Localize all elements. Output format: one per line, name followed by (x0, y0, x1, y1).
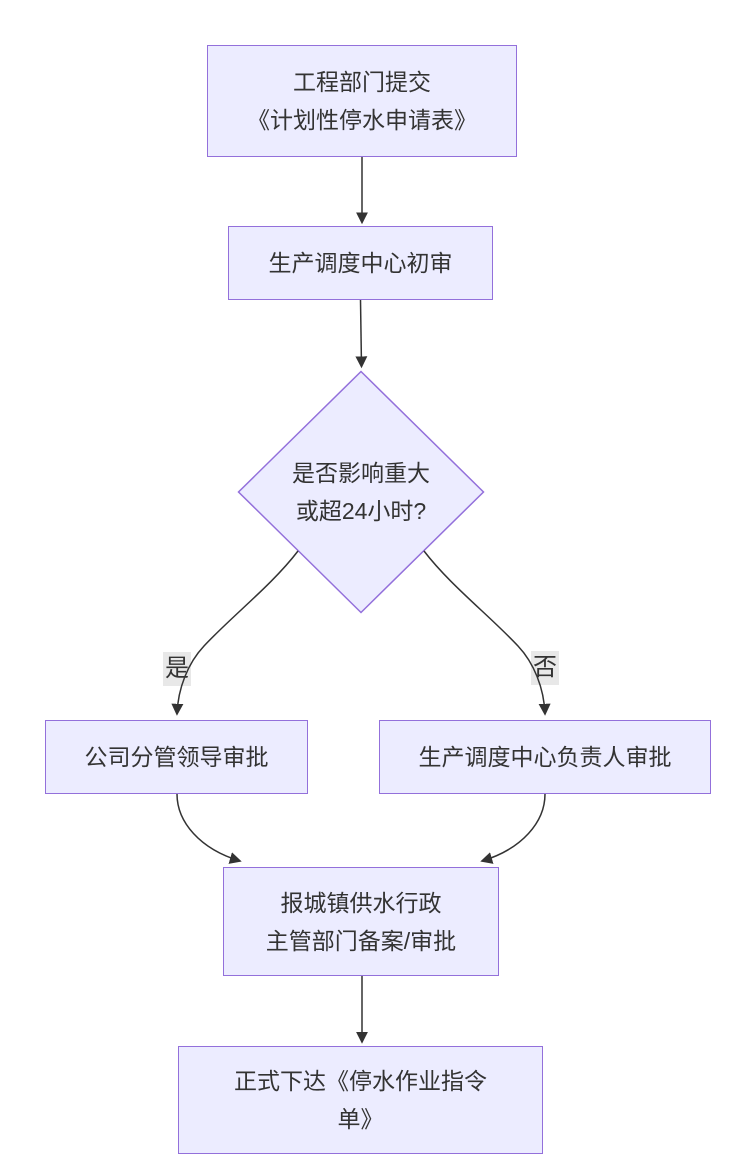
edge-center-head-to-filing (480, 793, 546, 864)
node-leader-approval: 公司分管领导审批 (45, 720, 308, 794)
node-text-line: 正式下达《停水作业指令 (234, 1068, 487, 1094)
node-initial-review: 生产调度中心初审 (228, 226, 493, 300)
node-government-filing: 报城镇供水行政 主管部门备案/审批 (223, 867, 499, 976)
node-text-line: 公司分管领导审批 (84, 744, 269, 770)
node-submit-application: 工程部门提交 《计划性停水申请表》 (207, 45, 517, 157)
node-text-line: 主管部门备案/审批 (265, 927, 457, 954)
node-text-line: 生产调度中心初审 (268, 250, 453, 276)
edge-leader-to-filing (176, 793, 242, 864)
node-text-line: 或超24小时? (295, 498, 427, 524)
node-text-line: 是否影响重大 (292, 460, 430, 486)
edge-label-yes: 是 (163, 652, 191, 686)
edge-decision-yes-to-leader (171, 550, 299, 716)
node-decision-diamond-shape (237, 370, 485, 614)
node-decision-label: 是否影响重大 或超24小时? (241, 454, 481, 530)
node-text-line: 生产调度中心负责人审批 (418, 744, 672, 770)
node-text-line: 单》 (337, 1106, 384, 1132)
edge-initial-to-decision (355, 299, 368, 369)
node-center-head-approval: 生产调度中心负责人审批 (379, 720, 711, 794)
node-issue-order: 正式下达《停水作业指令 单》 (178, 1046, 543, 1154)
node-text-line: 工程部门提交 (293, 69, 431, 95)
node-text-line: 《计划性停水申请表》 (247, 107, 477, 133)
edge-decision-no-to-center-head (423, 550, 551, 716)
node-text-line: 报城镇供水行政 (280, 889, 442, 916)
